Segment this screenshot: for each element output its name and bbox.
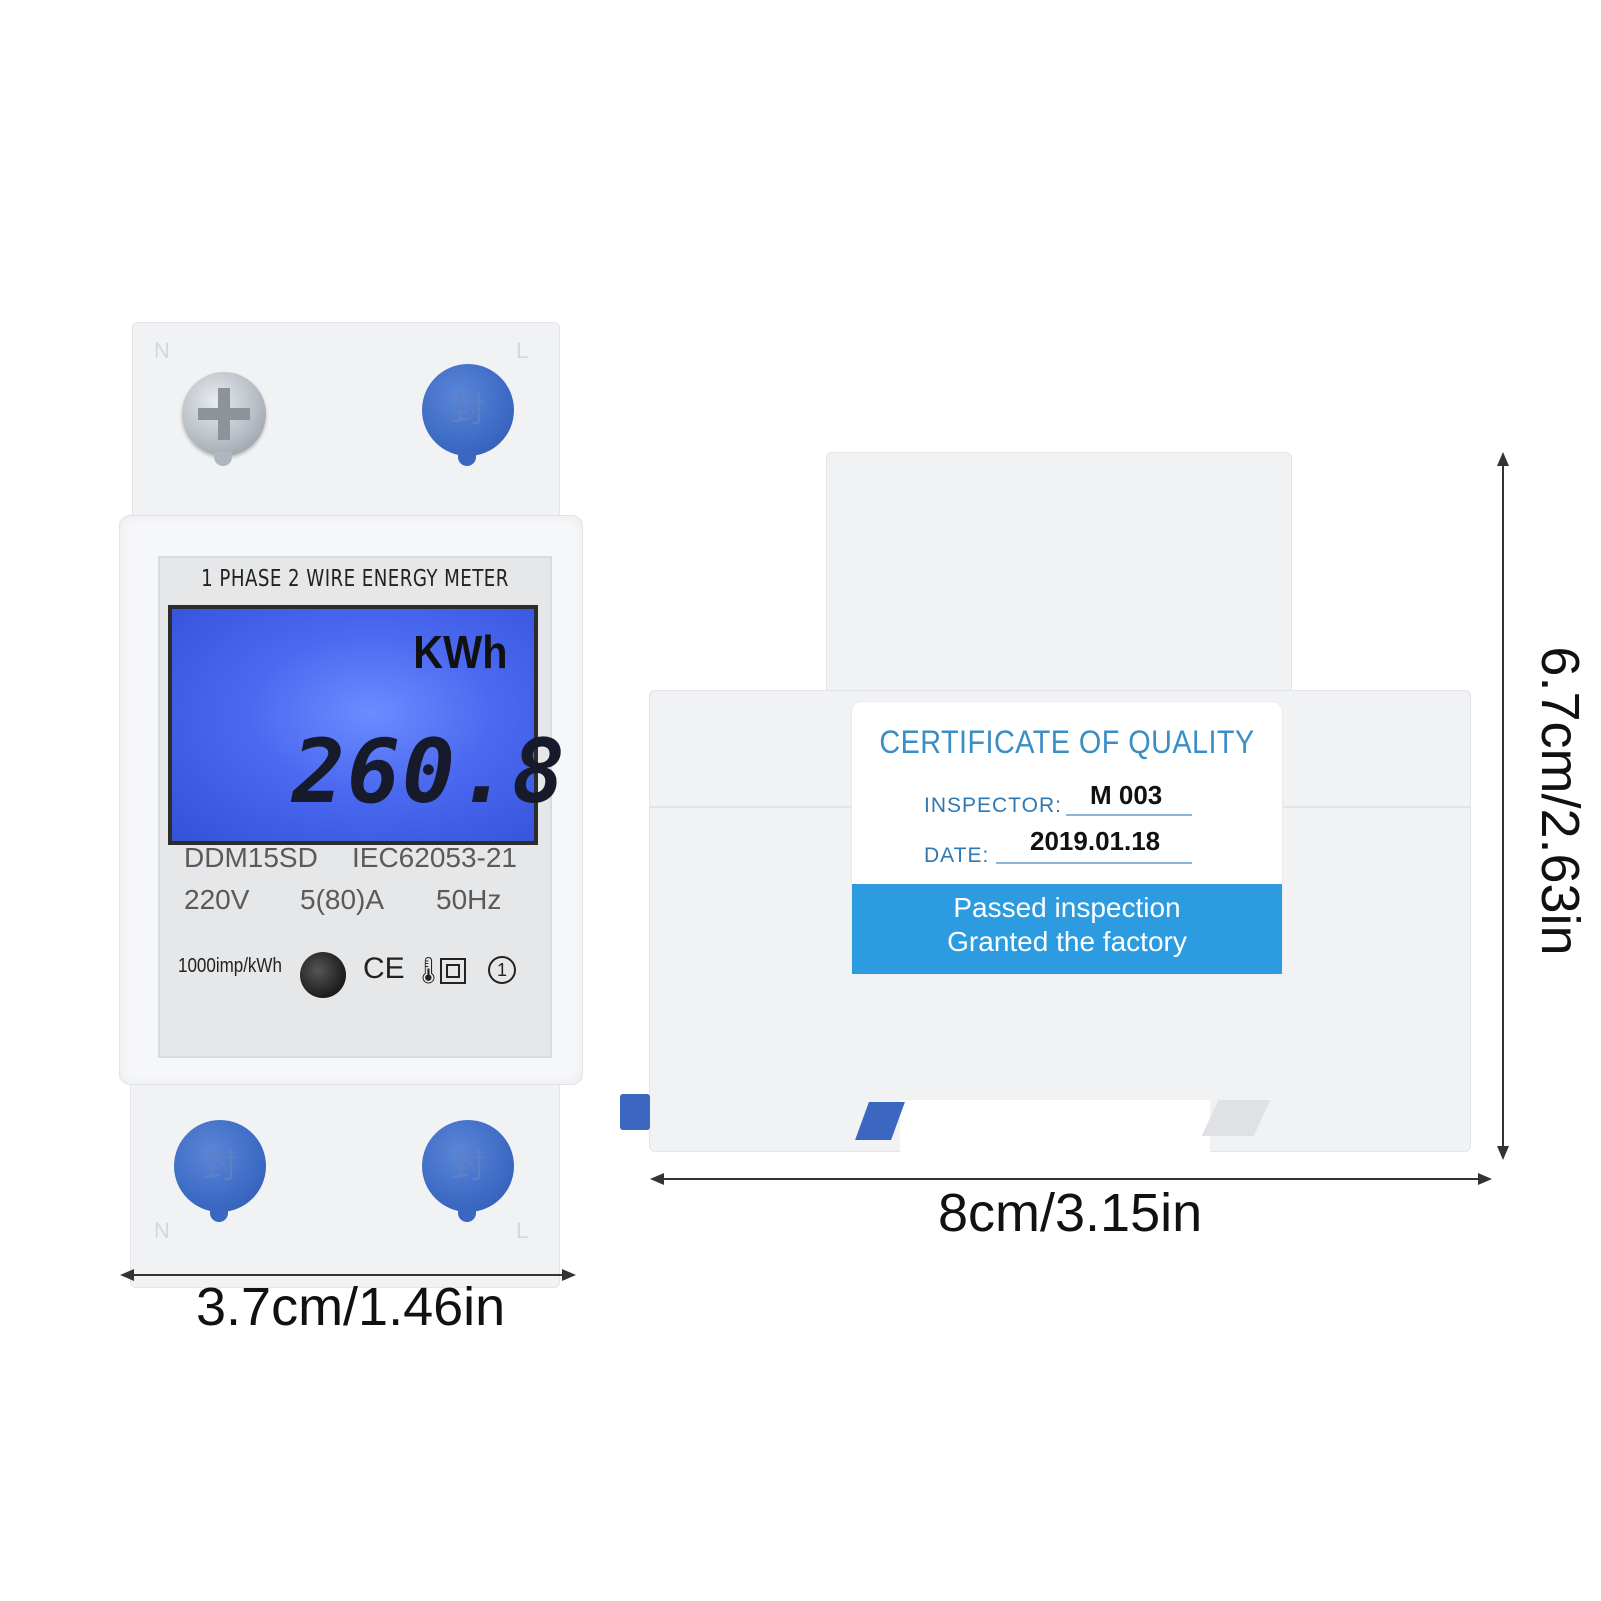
- front-width-label: 3.7cm/1.46in: [196, 1277, 506, 1337]
- inspector-value: M 003: [1090, 780, 1163, 810]
- side-upper-housing: [826, 452, 1292, 692]
- certificate-band: [852, 884, 1282, 974]
- front-width-dimension-line: [126, 1274, 570, 1276]
- seal-character: 封: [451, 391, 485, 429]
- din-clip-left: [620, 1094, 650, 1130]
- arrow-left-icon: [650, 1173, 664, 1185]
- terminal-label-l-top: L: [516, 338, 529, 363]
- seal-tab: [458, 452, 476, 466]
- accuracy-class-icon: 1: [488, 956, 516, 984]
- display-unit: KWh: [413, 626, 508, 678]
- arrow-right-icon: [1478, 1173, 1492, 1185]
- arrow-right-icon: [562, 1269, 576, 1281]
- pulse-led-icon: [300, 952, 346, 998]
- side-width-label: 8cm/3.15in: [938, 1183, 1203, 1243]
- seal-cap-bottom-right: [422, 1120, 514, 1212]
- date-label: DATE:: [924, 844, 990, 867]
- height-dimension-line: [1502, 460, 1504, 1150]
- lcd-display: [168, 605, 538, 845]
- model-number: DDM15SD: [184, 842, 318, 873]
- rated-voltage: 220V: [184, 884, 250, 915]
- panel-title: 1 PHASE 2 WIRE ENERGY METER: [201, 566, 509, 592]
- seal-tab: [210, 1208, 228, 1222]
- terminal-screw-icon: [182, 372, 266, 456]
- inspector-label: INSPECTOR:: [924, 794, 1062, 817]
- seal-character: 封: [451, 1147, 485, 1185]
- date-underline: [996, 862, 1192, 864]
- arrow-up-icon: [1497, 452, 1509, 466]
- thermometer-icon: 🌡︎: [412, 955, 446, 985]
- rated-current: 5(80)A: [300, 884, 385, 915]
- height-label: 6.7cm/2.63in: [1530, 646, 1590, 956]
- standard-code: IEC62053-21: [352, 842, 518, 873]
- band-line-1: Passed inspection: [953, 892, 1181, 923]
- terminal-label-n-bottom: N: [154, 1218, 170, 1243]
- seal-character: 封: [203, 1147, 237, 1185]
- seal-cap-bottom-left: [174, 1120, 266, 1212]
- seal-tab: [458, 1208, 476, 1222]
- arrow-left-icon: [120, 1269, 134, 1281]
- pulse-constant: 1000imp/kWh: [178, 955, 282, 977]
- terminal-label-n-top: N: [154, 338, 170, 363]
- ce-mark: CE: [363, 952, 405, 985]
- terminal-label-l-bottom: L: [516, 1218, 529, 1243]
- rated-frequency: 50Hz: [436, 884, 502, 915]
- certificate-title: CERTIFICATE OF QUALITY: [879, 724, 1255, 760]
- inspector-underline: [1066, 814, 1192, 816]
- date-value: 2019.01.18: [1030, 826, 1161, 856]
- double-insulation-icon: [440, 958, 466, 984]
- display-reading: 260.8: [292, 720, 567, 823]
- arrow-down-icon: [1497, 1146, 1509, 1160]
- din-rail-slot: [900, 1100, 1210, 1152]
- side-width-dimension-line: [656, 1178, 1486, 1180]
- screw-tab: [214, 452, 232, 466]
- seal-cap-top-right: [422, 364, 514, 456]
- band-line-2: Granted the factory: [947, 926, 1187, 957]
